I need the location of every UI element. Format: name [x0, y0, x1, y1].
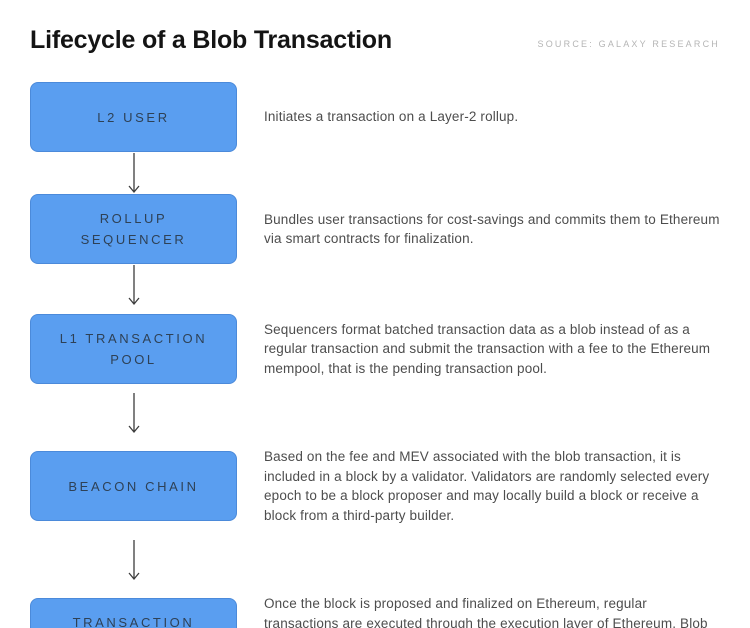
flow-connector	[30, 152, 237, 194]
step-box-rollup-sequencer: ROLLUP SEQUENCER	[30, 194, 237, 264]
step-label: ROLLUP SEQUENCER	[80, 211, 187, 247]
step-box-l2-user: L2 USER	[30, 82, 237, 152]
step-box-transaction-execution: TRANSACTION EXECUTION	[30, 598, 237, 628]
step-box-beacon-chain: BEACON CHAIN	[30, 451, 237, 521]
flow-connector	[30, 392, 237, 434]
flow-diagram: L2 USER Initiates a transaction on a Lay…	[30, 82, 720, 628]
flow-connector	[30, 539, 237, 581]
step-description: Once the block is proposed and finalized…	[264, 596, 708, 628]
step-label: BEACON CHAIN	[68, 478, 199, 494]
step-label: L1 TRANSACTION POOL	[59, 330, 208, 367]
step-description: Based on the fee and MEV associated with…	[264, 449, 710, 523]
step-label: L2 USER	[97, 109, 170, 125]
step-row-transaction-execution: TRANSACTION EXECUTION Once the block is …	[30, 581, 720, 628]
step-label: TRANSACTION EXECUTION	[72, 615, 195, 628]
step-description: Sequencers format batched transaction da…	[264, 321, 711, 376]
arrow-down-icon	[128, 539, 139, 580]
source-credit: SOURCE: GALAXY RESEARCH	[537, 39, 720, 49]
step-row-l1-transaction-pool: L1 TRANSACTION POOL Sequencers format ba…	[30, 306, 720, 392]
step-box-l1-transaction-pool: L1 TRANSACTION POOL	[30, 313, 237, 384]
header: Lifecycle of a Blob Transaction SOURCE: …	[30, 26, 720, 54]
arrow-down-icon	[128, 392, 139, 433]
step-row-beacon-chain: BEACON CHAIN Based on the fee and MEV as…	[30, 434, 720, 539]
step-description: Initiates a transaction on a Layer-2 rol…	[264, 109, 519, 125]
step-row-rollup-sequencer: ROLLUP SEQUENCER Bundles user transactio…	[30, 194, 720, 264]
page-title: Lifecycle of a Blob Transaction	[30, 26, 392, 54]
step-description: Bundles user transactions for cost-savin…	[264, 211, 720, 247]
step-row-l2-user: L2 USER Initiates a transaction on a Lay…	[30, 82, 720, 152]
arrow-down-icon	[128, 153, 139, 194]
arrow-down-icon	[128, 265, 139, 306]
flow-connector	[30, 264, 237, 306]
